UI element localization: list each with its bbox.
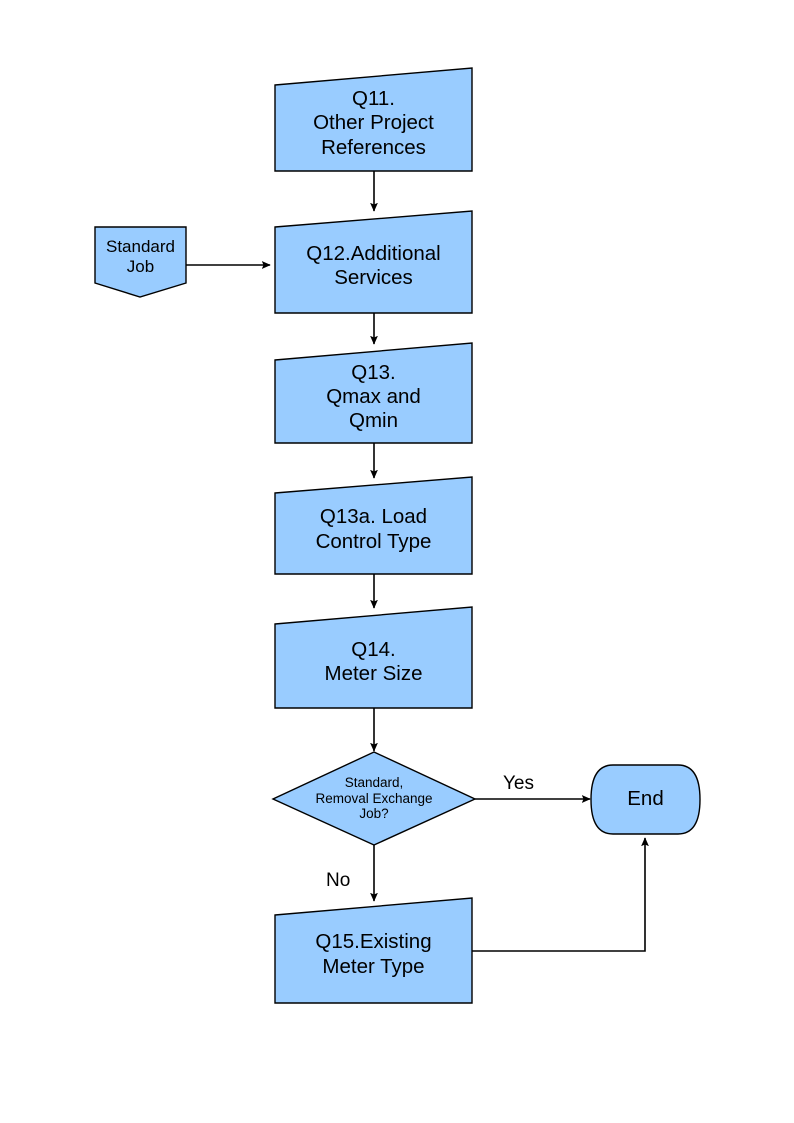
connector-layer — [186, 171, 649, 952]
shape-layer — [94, 67, 701, 1004]
node-shape-q15[interactable] — [274, 897, 473, 1004]
edge-label-yes: Yes — [503, 773, 534, 794]
connector-q15-to-end — [472, 837, 649, 952]
node-shape-q14[interactable] — [274, 606, 473, 709]
edge-label-no: No — [326, 870, 351, 891]
node-shape-q13[interactable] — [274, 342, 473, 444]
node-shape-end[interactable] — [590, 764, 701, 835]
node-shape-q13a[interactable] — [274, 476, 473, 575]
node-shape-q12[interactable] — [274, 210, 473, 314]
node-shape-decision[interactable] — [271, 751, 477, 846]
node-shape-standard-job[interactable] — [94, 226, 187, 298]
node-shape-q11[interactable] — [274, 67, 473, 172]
